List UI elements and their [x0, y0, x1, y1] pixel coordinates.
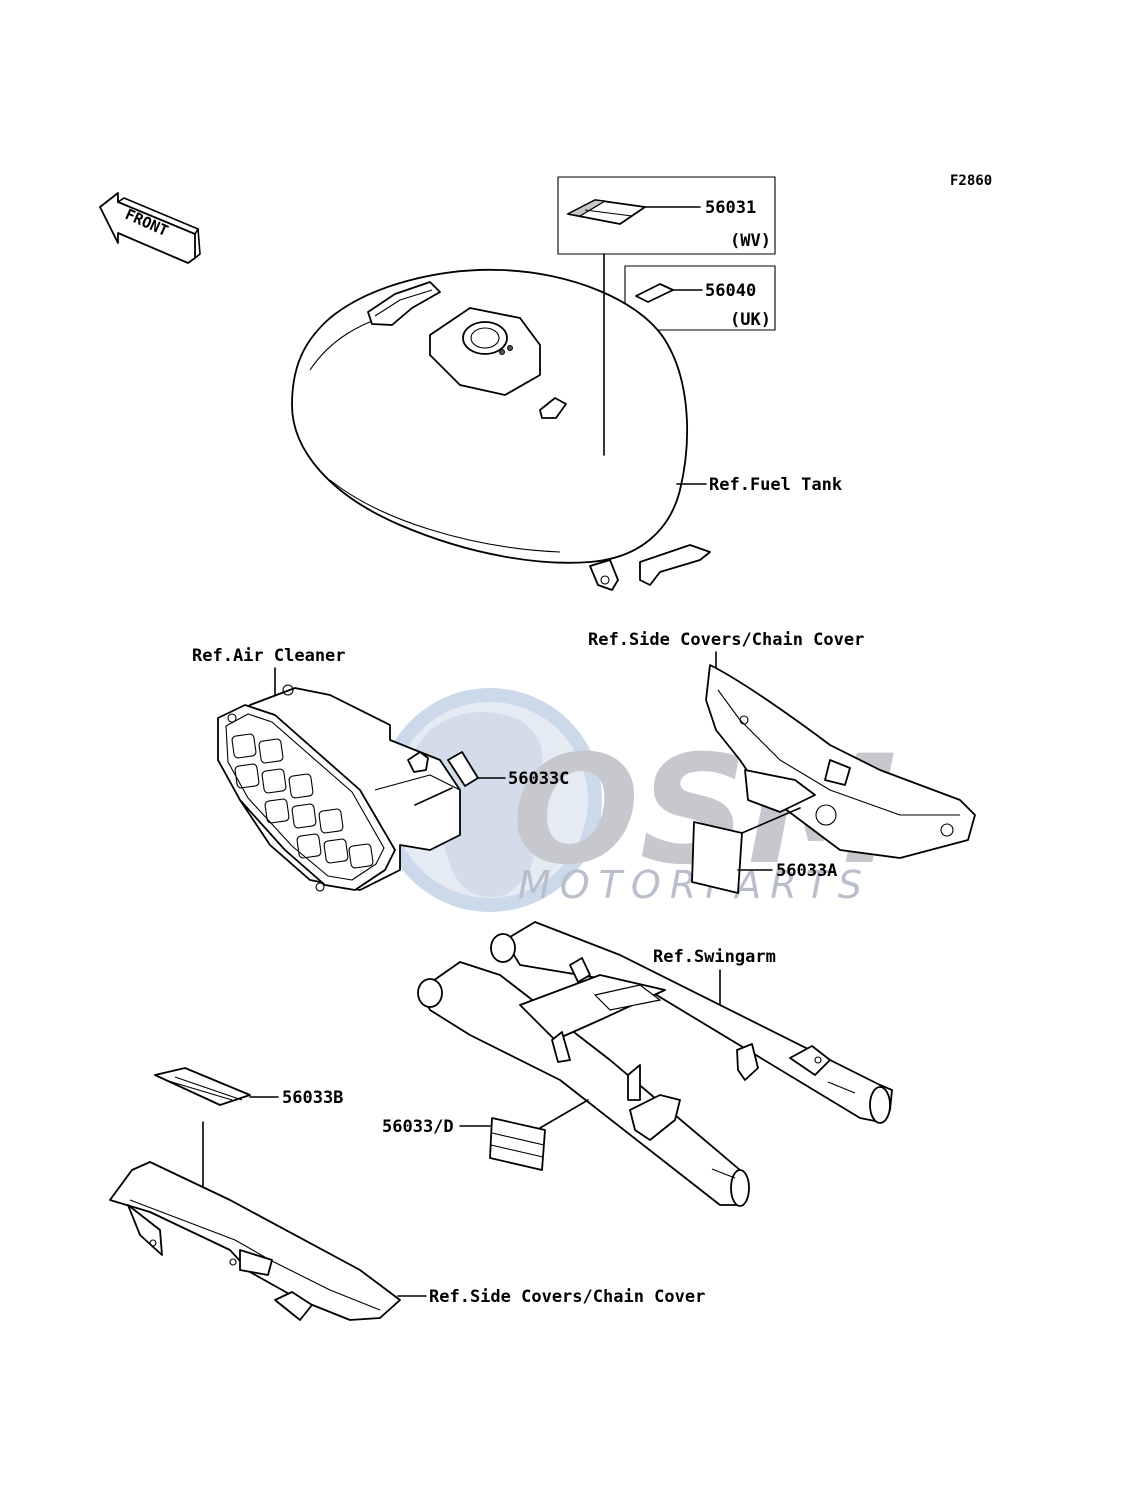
callout-56040: 56040 (UK) [624, 265, 776, 331]
chain-cover: Ref.Side Covers/Chain Cover [109, 1161, 705, 1321]
ref-fuel-tank: Ref.Fuel Tank [709, 475, 842, 495]
side-cover-upper: Ref.Side Covers/Chain Cover 56033A [588, 630, 976, 894]
part-56040: 56040 [705, 281, 756, 301]
part-56033d: 56033/D [382, 1117, 454, 1137]
figure-code: F2860 [950, 173, 992, 189]
ref-air-cleaner: Ref.Air Cleaner [192, 646, 346, 666]
ref-side-covers-top: Ref.Side Covers/Chain Cover [588, 630, 864, 650]
front-arrow-icon: FRONT [99, 192, 201, 264]
watermark-sub: MOTORPARTS [518, 863, 871, 907]
part-56033a: 56033A [776, 861, 837, 881]
note-uk: (UK) [730, 310, 771, 330]
ref-swingarm: Ref.Swingarm [653, 947, 776, 967]
swingarm: Ref.Swingarm 56033/D [382, 921, 893, 1207]
air-cleaner: Ref.Air Cleaner 56033C [192, 646, 569, 892]
note-wv: (WV) [730, 231, 771, 251]
part-56033c: 56033C [508, 769, 569, 789]
ref-side-covers-bottom: Ref.Side Covers/Chain Cover [429, 1287, 705, 1307]
watermark-continents [403, 712, 543, 897]
fuel-tank: Ref.Fuel Tank [291, 253, 842, 591]
callout-56033b: 56033B [154, 1067, 343, 1196]
part-56031: 56031 [705, 198, 756, 218]
part-56033b: 56033B [282, 1088, 343, 1108]
callout-56031: 56031 (WV) [557, 176, 776, 255]
